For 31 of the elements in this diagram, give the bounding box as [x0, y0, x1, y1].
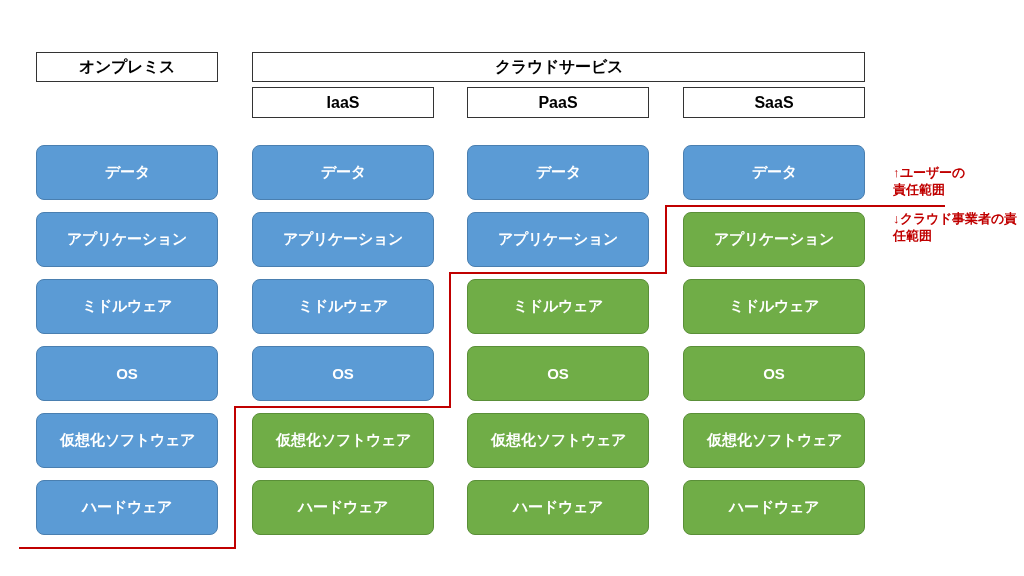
layer-box: データ: [683, 145, 865, 200]
responsibility-label: ↑ユーザーの責任範囲: [893, 164, 966, 198]
header-box: SaaS: [683, 87, 865, 118]
layer-box: 仮想化ソフトウェア: [252, 413, 434, 468]
layer-box: OS: [36, 346, 218, 401]
layer-box: ハードウェア: [36, 480, 218, 535]
layer-box: ミドルウェア: [683, 279, 865, 334]
layer-box: ハードウェア: [252, 480, 434, 535]
layer-box: データ: [467, 145, 649, 200]
layer-box: データ: [36, 145, 218, 200]
header-box: PaaS: [467, 87, 649, 118]
layer-box: OS: [683, 346, 865, 401]
header-box: IaaS: [252, 87, 434, 118]
layer-box: OS: [252, 346, 434, 401]
layer-box: ミドルウェア: [467, 279, 649, 334]
layer-box: データ: [252, 145, 434, 200]
header-box: クラウドサービス: [252, 52, 865, 82]
layer-box: ハードウェア: [467, 480, 649, 535]
layer-box: アプリケーション: [683, 212, 865, 267]
layer-box: ミドルウェア: [36, 279, 218, 334]
responsibility-label: ↓クラウド事業者の責任範囲: [893, 210, 1017, 244]
layer-box: アプリケーション: [467, 212, 649, 267]
layer-box: 仮想化ソフトウェア: [36, 413, 218, 468]
header-box: オンプレミス: [36, 52, 218, 82]
layer-box: OS: [467, 346, 649, 401]
layer-box: アプリケーション: [252, 212, 434, 267]
layer-box: 仮想化ソフトウェア: [683, 413, 865, 468]
layer-box: 仮想化ソフトウェア: [467, 413, 649, 468]
layer-box: ミドルウェア: [252, 279, 434, 334]
layer-box: アプリケーション: [36, 212, 218, 267]
layer-box: ハードウェア: [683, 480, 865, 535]
